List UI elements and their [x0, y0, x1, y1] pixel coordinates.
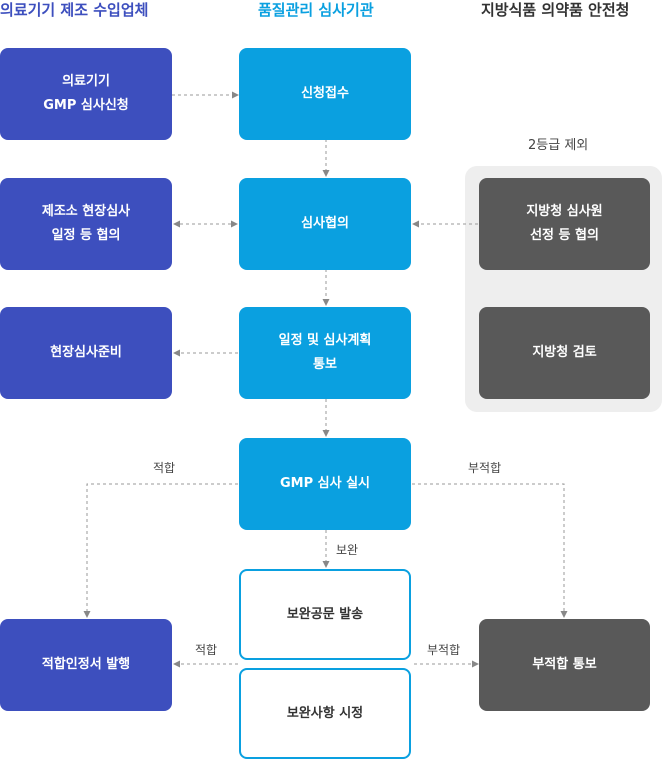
cert-issue-text: 적합인정서 발행	[41, 657, 131, 672]
regional-review-box: 지방청 검토	[479, 307, 650, 399]
onsite-schedule-text: 제조소 현장심사 일정 등 협의	[41, 204, 131, 243]
onsite-prep-text: 현장심사준비	[50, 345, 122, 360]
schedule-notice-text: 일정 및 심사계획 통보	[278, 333, 372, 372]
arrow-audit-to-cert	[83, 483, 238, 618]
header-manufacturer: 의료기기 제조 수입업체	[0, 1, 149, 19]
consult-box: 심사협의	[239, 178, 411, 270]
supplement-doc-text: 보완공문 발송	[286, 606, 364, 622]
header-regional-fda: 지방식품 의약품 안전청	[481, 1, 630, 19]
gmp-apply-text: 의료기기 GMP 심사신청	[43, 74, 129, 113]
supplement-fix-box: 보완사항 시정	[239, 668, 411, 759]
onsite-prep-box: 현장심사준비	[0, 307, 172, 399]
regional-select-box: 지방청 심사원 선정 등 협의	[479, 178, 650, 270]
pass-label-bottom: 적합	[195, 643, 218, 657]
regional-review-text: 지방청 검토	[532, 345, 597, 360]
supplement-fix-text: 보완사항 시정	[286, 705, 364, 721]
arrow-audit-to-fail	[412, 483, 568, 618]
cert-issue-box: 적합인정서 발행	[0, 619, 172, 711]
receipt-text: 신청접수	[301, 86, 349, 101]
nonconform-notice-box: 부적합 통보	[479, 619, 650, 711]
onsite-schedule-box: 제조소 현장심사 일정 등 협의	[0, 178, 172, 270]
gmp-audit-box: GMP 심사 실시	[239, 438, 411, 530]
gmp-apply-box: 의료기기 GMP 심사신청	[0, 48, 172, 140]
grade2-exclude-label: 2등급 제외	[528, 138, 589, 153]
fail-label-right: 부적합	[468, 461, 502, 475]
header-audit-agency: 품질관리 심사기관	[258, 1, 374, 19]
fail-label-bottom: 부적합	[427, 643, 461, 657]
receipt-box: 신청접수	[239, 48, 411, 140]
gmp-audit-text: GMP 심사 실시	[279, 476, 371, 491]
supplement-label: 보완	[336, 543, 359, 557]
nonconform-notice-text: 부적합 통보	[532, 657, 597, 672]
pass-label-left: 적합	[153, 461, 176, 475]
schedule-notice-box: 일정 및 심사계획 통보	[239, 307, 411, 399]
consult-text: 심사협의	[301, 216, 349, 231]
supplement-doc-box: 보완공문 발송	[239, 569, 411, 660]
regional-select-text: 지방청 심사원 선정 등 협의	[526, 204, 603, 243]
